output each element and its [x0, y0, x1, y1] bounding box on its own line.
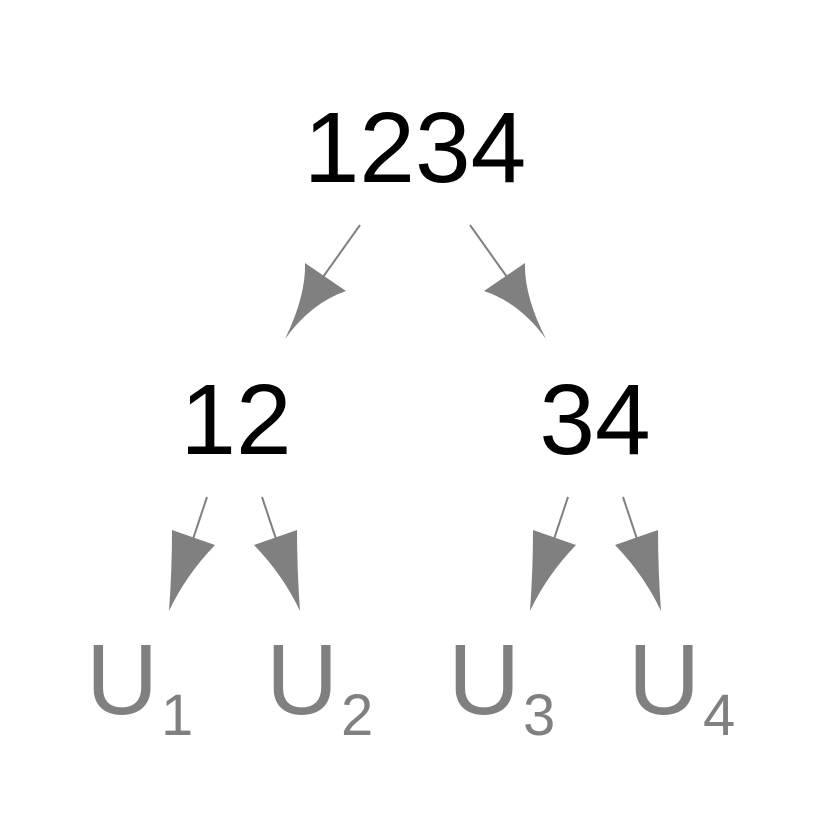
- leaf-4-subscript: 4: [703, 683, 735, 748]
- leaf-2: U 2: [266, 624, 373, 748]
- root-node-label: 1234: [304, 92, 526, 204]
- leaf-1: U 1: [86, 624, 193, 748]
- leaf-2-subscript: 2: [341, 683, 373, 748]
- leaf-4-base: U: [628, 624, 700, 736]
- edge-left-to-leaf-1: [169, 496, 215, 611]
- edge-root-to-left: [285, 224, 361, 339]
- leaf-2-base: U: [266, 624, 338, 736]
- right-node-label: 34: [539, 364, 650, 476]
- edge-root-to-right: [469, 224, 546, 339]
- leaf-4: U 4: [628, 624, 735, 748]
- edge-left-to-leaf-2: [254, 496, 300, 611]
- leaf-3: U 3: [448, 624, 555, 748]
- leaf-1-base: U: [86, 624, 158, 736]
- leaf-3-subscript: 3: [523, 683, 555, 748]
- leaf-3-base: U: [448, 624, 520, 736]
- leaf-1-subscript: 1: [161, 683, 193, 748]
- edge-right-to-leaf-3: [530, 496, 576, 611]
- edges: [169, 224, 661, 611]
- left-node-label: 12: [180, 364, 291, 476]
- edge-right-to-leaf-4: [615, 496, 661, 611]
